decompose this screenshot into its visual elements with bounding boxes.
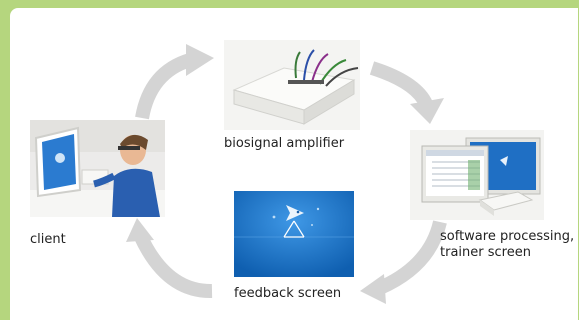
software-label-line2: trainer screen [440,245,531,260]
feedback-label: feedback screen [234,286,342,301]
arrow-amplifier-to-software [369,61,433,108]
arrow-software-to-feedback [377,220,447,295]
feedback-screen [234,191,354,277]
software-photo [410,130,544,220]
amplifier-photo [224,40,360,130]
fish-icon [286,205,304,221]
amplifier-label: biosignal amplifier [224,136,345,151]
arrow-head-top-left [186,44,214,76]
arrow-client-to-amplifier [135,53,193,120]
arrow-head-bottom-left [126,218,154,242]
arrow-feedback-to-client [133,232,213,299]
arrow-head-top-right [410,98,444,124]
software-label-line1: software processing, [440,229,575,244]
client-photo [30,120,165,217]
client-label: client [30,232,66,247]
arrow-head-bottom-right [360,274,386,304]
